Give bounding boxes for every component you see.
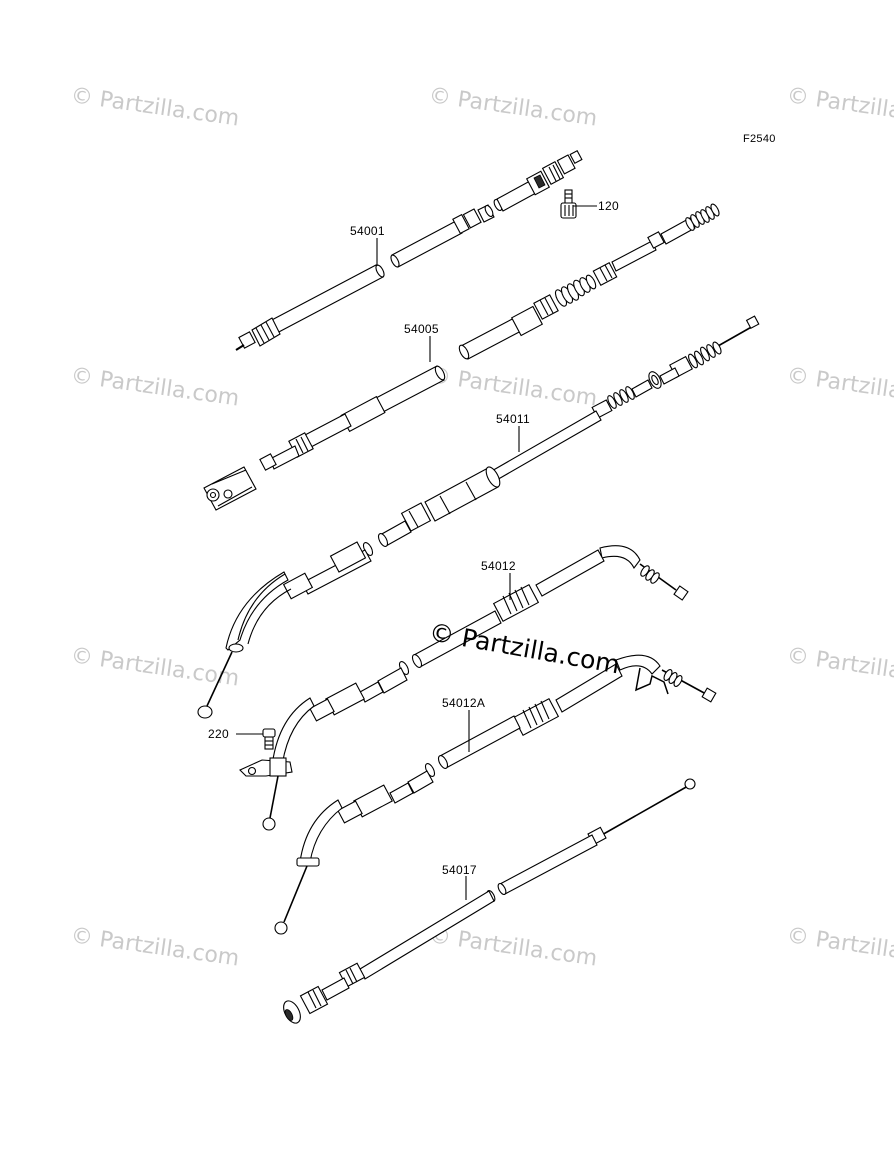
cable-54011 [197,315,760,719]
label-54011: 54011 [496,412,530,426]
label-54005: 54005 [404,322,439,336]
label-54001: 54001 [350,224,385,238]
watermark-low-left: © Partzilla.com [69,643,241,691]
watermark-bottom-center: © Partzilla.com [427,923,599,971]
cable-54005 [203,203,720,511]
watermark-top-left: © Partzilla.com [69,83,241,131]
bolt-120 [560,189,577,219]
screw-220 [262,728,276,750]
watermark-mid-left: © Partzilla.com [69,363,241,411]
label-54017: 54017 [442,863,477,877]
watermark-mid-center: © Partzilla.com [427,363,599,411]
watermark-bottom-right: © Partzilla.com [785,923,894,971]
label-54012: 54012 [481,559,516,573]
cable-54012 [239,545,689,831]
label-54012A: 54012A [442,696,485,710]
label-220: 220 [208,727,229,741]
watermark-low-right: © Partzilla.com [785,643,894,691]
cable-54012A [274,654,717,935]
label-120: 120 [598,199,619,213]
watermark-top-center: © Partzilla.com [427,83,599,131]
figure-code: F2540 [743,133,776,145]
cable-54017 [283,778,696,1024]
cable-54001 [235,149,583,351]
watermark-center: © Partzilla.com [427,617,622,679]
watermark-mid-right: © Partzilla.com [785,363,894,411]
watermark-bottom-left: © Partzilla.com [69,923,241,971]
watermark-top-right: © Partzilla.com [785,83,894,131]
